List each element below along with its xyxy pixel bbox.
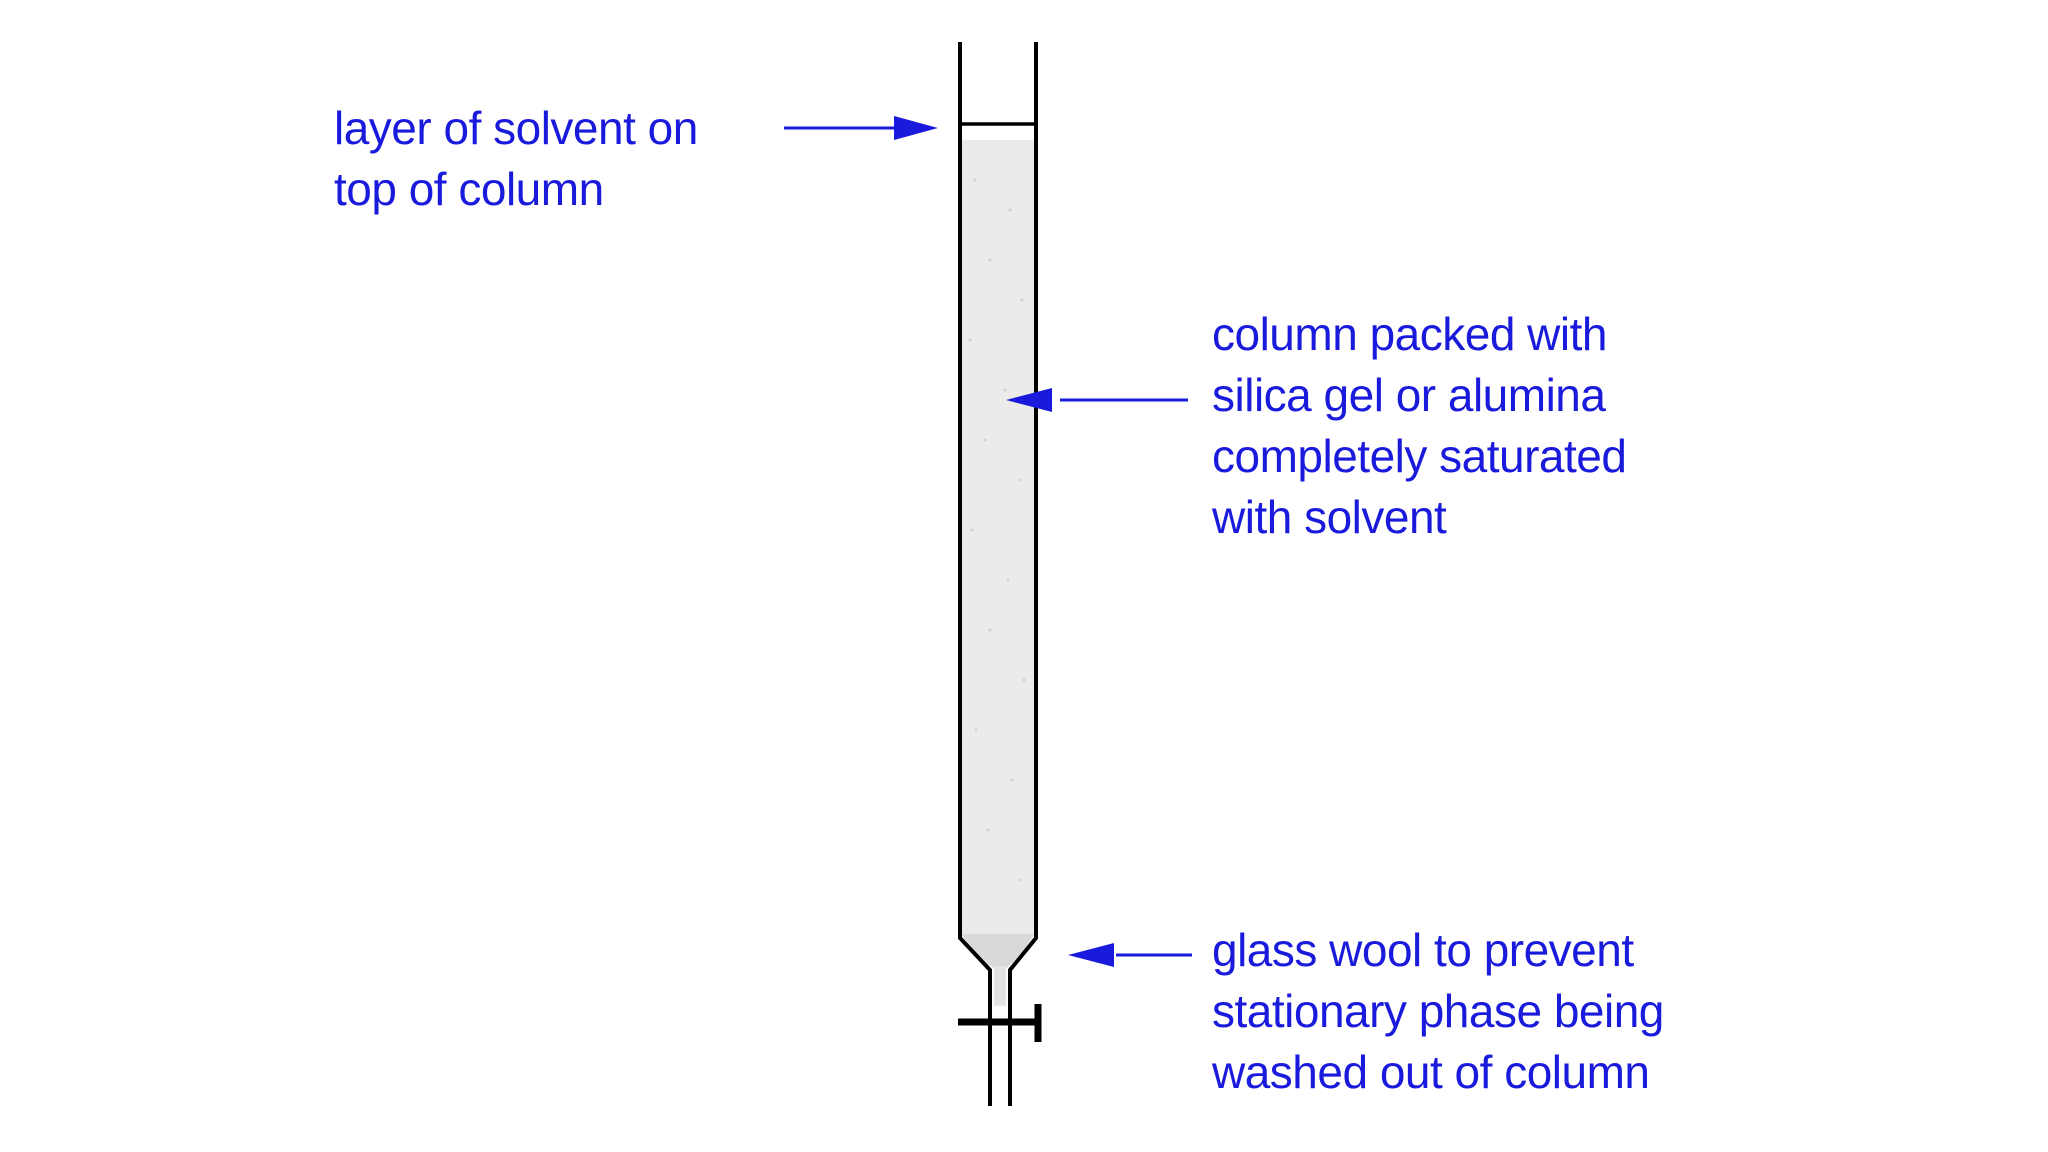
packing-label-line: with solvent <box>1212 491 1447 543</box>
glass-wool-plug <box>962 934 1034 968</box>
glass-wool-label-line: stationary phase being <box>1212 985 1664 1037</box>
packing-texture <box>968 178 1026 882</box>
solvent-layer-label-line: top of column <box>334 163 604 215</box>
packing-label-line: completely saturated <box>1212 430 1627 482</box>
packing-label-line: silica gel or alumina <box>1212 369 1606 421</box>
glass-wool-stem <box>994 966 1006 1006</box>
column-right-wall <box>1008 42 1038 1106</box>
arrow-to-solvent-layer <box>784 116 938 140</box>
solvent-layer-label-line: layer of solvent on <box>334 102 698 154</box>
stopcock <box>958 1004 1042 1042</box>
glass-wool-label-line: glass wool to prevent <box>1212 924 1634 976</box>
glass-wool-label: glass wool to prevent stationary phase b… <box>1212 920 1664 1103</box>
glass-column <box>958 42 1038 1106</box>
glass-wool-label-line: washed out of column <box>1212 1046 1650 1098</box>
arrow-to-packing <box>1006 388 1188 412</box>
column-left-wall <box>958 42 992 1106</box>
stationary-phase-packing <box>962 140 1034 970</box>
packing-label-line: column packed with <box>1212 308 1607 360</box>
packing-label: column packed with silica gel or alumina… <box>1212 304 1627 548</box>
solvent-layer-label: layer of solvent on top of column <box>334 98 698 220</box>
arrow-to-glass-wool <box>1068 943 1192 967</box>
